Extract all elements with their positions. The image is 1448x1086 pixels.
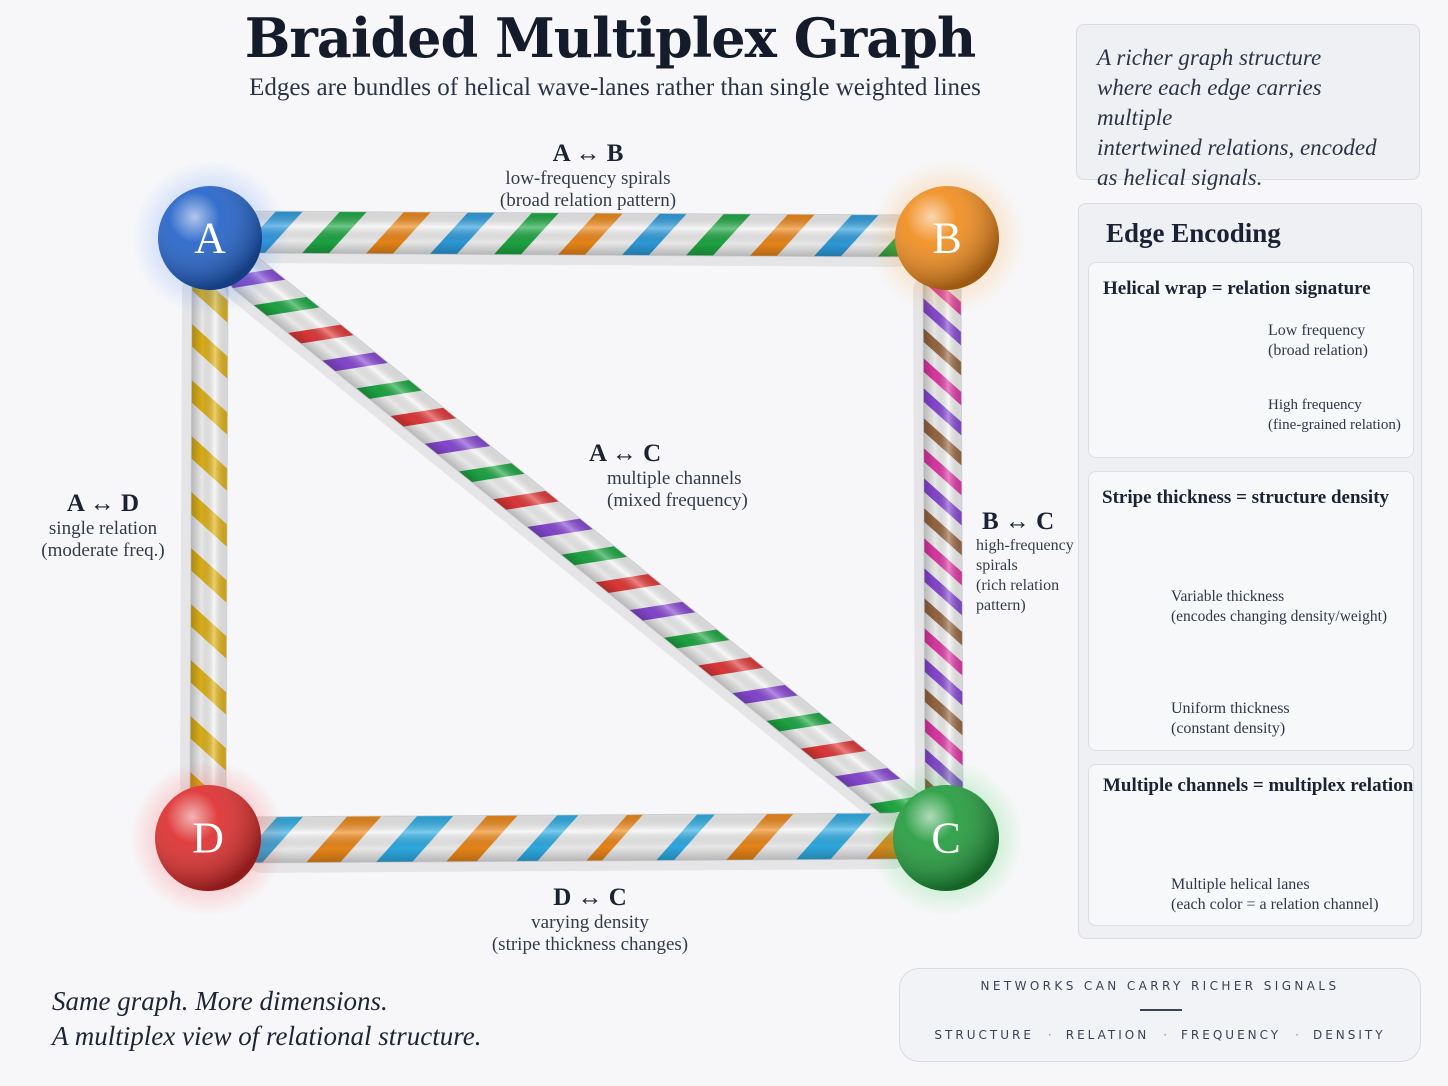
edge-ab-desc: low-frequency spirals xyxy=(505,168,671,189)
legend-label-line: Uniform thickness xyxy=(1171,700,1290,717)
intro-line: where each edge carries multiple xyxy=(1097,75,1322,130)
tag-relation: RELATION xyxy=(1065,1028,1150,1042)
legend-label-line: (fine-grained relation) xyxy=(1268,417,1401,433)
node-b-label: B xyxy=(932,214,961,263)
intro-line: A richer graph structure xyxy=(1097,45,1322,70)
legend-low-frequency: Low frequency (broad relation) xyxy=(1268,321,1368,361)
edge-dc[interactable] xyxy=(96,812,1133,874)
legend-label-line: Low frequency xyxy=(1268,322,1366,339)
node-d[interactable]: D xyxy=(130,760,286,916)
edge-ac[interactable] xyxy=(145,191,1072,956)
edge-ad-desc: (moderate freq.) xyxy=(41,540,165,561)
edge-bc-desc: high-frequency xyxy=(976,537,1074,554)
legend-high-frequency: High frequency (fine-grained relation) xyxy=(1268,395,1401,435)
legend-label-line: Variable thickness xyxy=(1171,588,1285,605)
tagline-divider xyxy=(1140,1009,1182,1011)
edge-label-bc: B ↔ C high-frequency spirals (rich relat… xyxy=(976,508,1074,616)
edge-ac-name: A ↔ C xyxy=(589,440,662,467)
legend-variable-thickness: Variable thickness (encodes changing den… xyxy=(1171,587,1387,627)
legend-label-line: High frequency xyxy=(1268,397,1362,413)
footer-note-line: A multiplex view of relational structure… xyxy=(52,1021,482,1051)
edge-bc[interactable] xyxy=(913,208,964,946)
legend-section-channels xyxy=(1088,764,1414,926)
edge-dc-desc: (stripe thickness changes) xyxy=(491,934,689,955)
node-a[interactable]: A xyxy=(132,160,288,316)
legend-thickness-title: Stripe thickness = structure density xyxy=(1102,487,1390,508)
edge-dc-desc: varying density xyxy=(531,912,649,933)
intro-line: intertwined relations, encoded xyxy=(1097,135,1377,160)
edge-label-ad: A ↔ D single relation (moderate freq.) xyxy=(28,490,178,562)
tagline-card xyxy=(899,968,1421,1062)
edge-bc-name: B ↔ C xyxy=(982,508,1055,535)
edge-label-ac: A ↔ C multiple channels (mixed frequency… xyxy=(589,440,748,512)
edge-ab-name: A ↔ B xyxy=(552,140,624,167)
edge-ac-desc: multiple channels xyxy=(607,468,742,489)
legend-channels-title: Multiple channels = multiplex relation xyxy=(1103,775,1414,796)
node-c[interactable]: C xyxy=(868,760,1024,916)
legend-multiple-lanes: Multiple helical lanes (each color = a r… xyxy=(1171,875,1379,915)
edge-bc-desc: pattern) xyxy=(976,597,1026,614)
legend-label-line: (constant density) xyxy=(1171,720,1286,737)
edge-bc-desc: (rich relation xyxy=(976,577,1060,594)
tagline-main: NETWORKS CAN CARRY RICHER SIGNALS xyxy=(980,979,1340,993)
legend-label-line: (each color = a relation channel) xyxy=(1171,896,1379,913)
edge-label-dc: D ↔ C varying density (stripe thickness … xyxy=(470,884,710,956)
legend-helical-title: Helical wrap = relation signature xyxy=(1103,278,1371,299)
legend-tube-uniform-thickness-stripe xyxy=(1024,642,1084,690)
tag-density: DENSITY xyxy=(1312,1028,1386,1042)
legend-tube-multiple-lanes-stripe xyxy=(1028,818,1085,864)
edge-bc-desc: spirals xyxy=(976,557,1018,574)
legend-label-line: (broad relation) xyxy=(1268,342,1368,359)
edge-ad-desc: single relation xyxy=(48,518,158,539)
legend-tube-multiple-lanes-stripe xyxy=(1428,818,1448,864)
intro-card: A richer graph structure where each edge… xyxy=(1076,24,1420,190)
edge-label-ab: A ↔ B low-frequency spirals (broad relat… xyxy=(468,140,708,212)
legend-label-line: (encodes changing density/weight) xyxy=(1171,608,1388,625)
page-title: Braided Multiplex Graph xyxy=(244,6,976,70)
edge-ac-desc: (mixed frequency) xyxy=(607,490,748,511)
legend-uniform-thickness: Uniform thickness (constant density) xyxy=(1171,699,1290,739)
page-subtitle: Edges are bundles of helical wave-lanes … xyxy=(249,74,981,101)
tag-separator: · xyxy=(1047,1028,1052,1042)
legend-section-helical xyxy=(1088,262,1414,458)
edge-ab-desc: (broad relation pattern) xyxy=(499,190,677,211)
tagline-tags: STRUCTURE · RELATION · FREQUENCY · DENSI… xyxy=(899,1028,1421,1042)
node-c-label: C xyxy=(931,814,960,863)
tag-structure: STRUCTURE xyxy=(934,1028,1034,1042)
legend-section-thickness xyxy=(1088,471,1414,751)
legend-title: Edge Encoding xyxy=(1106,218,1281,248)
tag-frequency: FREQUENCY xyxy=(1181,1028,1282,1042)
tag-separator: · xyxy=(1163,1028,1168,1042)
edge-dc-name: D ↔ C xyxy=(553,884,627,911)
node-b[interactable]: B xyxy=(869,160,1025,316)
legend-label-line: Multiple helical lanes xyxy=(1171,876,1310,893)
node-a-label: A xyxy=(194,214,226,263)
footer-note-line: Same graph. More dimensions. xyxy=(52,986,388,1016)
edge-ad[interactable] xyxy=(179,156,229,995)
intro-line: as helical signals. xyxy=(1097,165,1263,190)
edge-ad-name: A ↔ D xyxy=(66,490,140,517)
edge-ac-stripe xyxy=(1005,884,1071,948)
node-d-label: D xyxy=(192,814,224,863)
footer-note: Same graph. More dimensions. A multiplex… xyxy=(52,984,481,1054)
tag-separator: · xyxy=(1295,1028,1299,1042)
